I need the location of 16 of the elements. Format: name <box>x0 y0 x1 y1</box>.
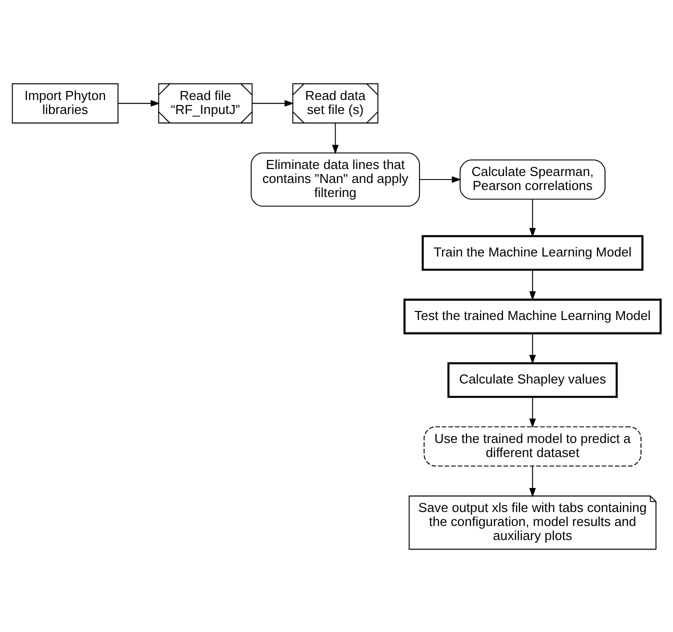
node-box: Train the Machine Learning Model <box>422 234 644 270</box>
arrow <box>529 269 536 300</box>
arrow <box>529 465 536 497</box>
node-box: Use the trained model to predict a different dataset <box>424 426 642 466</box>
arrow <box>118 100 160 106</box>
arrow <box>252 100 294 106</box>
arrow <box>419 176 462 182</box>
arrow <box>529 332 536 364</box>
node-box: Calculate Spearman, Pearson correlations <box>460 158 606 200</box>
arrow <box>529 198 536 237</box>
node-box: Calculate Shapley values <box>447 362 618 398</box>
node-box: Import Phyton libraries <box>12 82 118 123</box>
node-box: Eliminate data lines that contains "Nan" and apply filtering <box>250 152 420 206</box>
arrow <box>529 396 536 428</box>
arrow <box>332 122 339 154</box>
node-box: Test the trained Machine Learning Model <box>403 298 662 334</box>
